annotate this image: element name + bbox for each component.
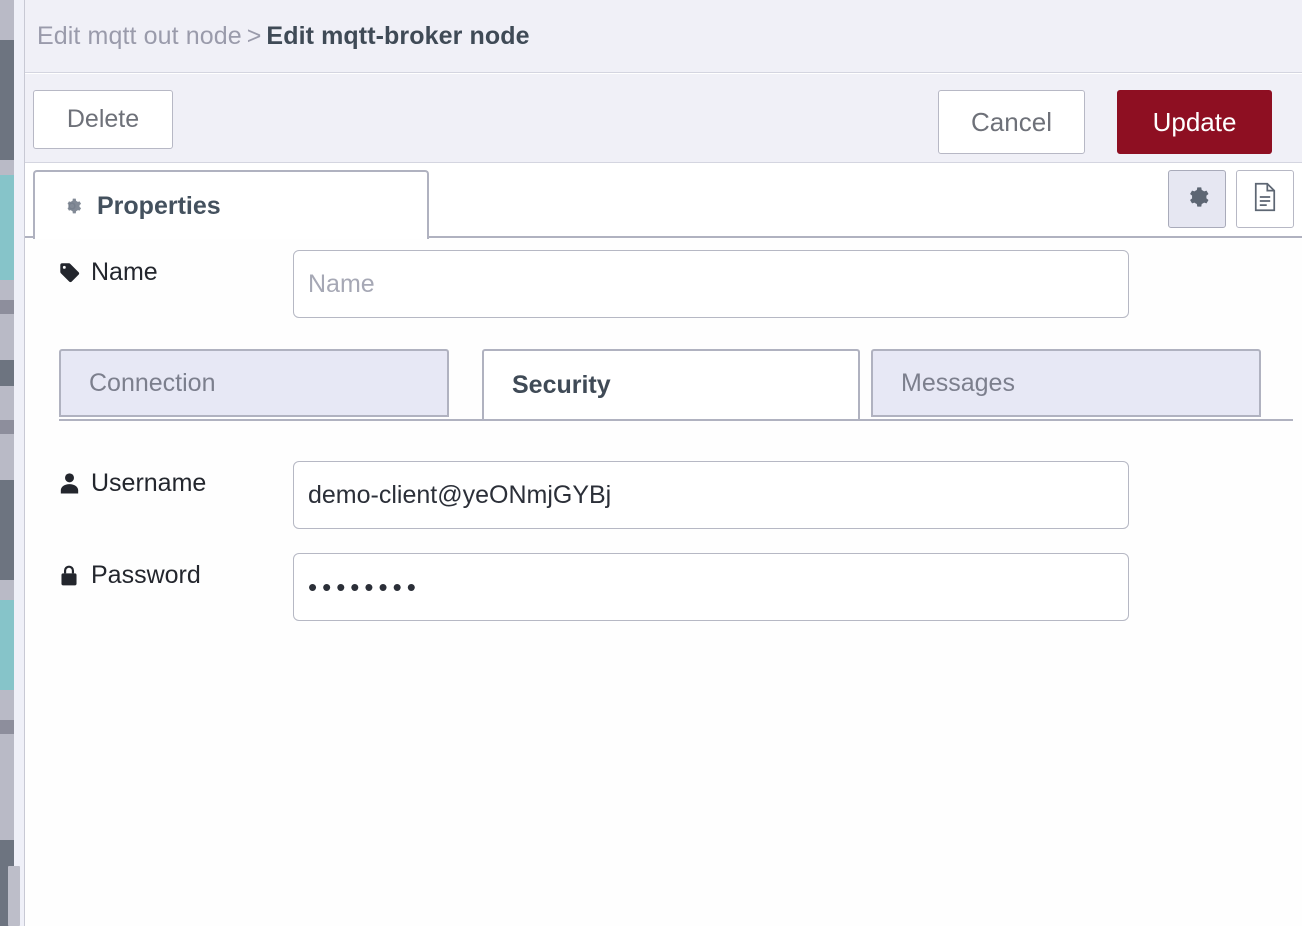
canvas-gutter: [14, 0, 24, 926]
name-input[interactable]: [293, 250, 1129, 318]
canvas-node-fragment: [0, 40, 14, 160]
flow-canvas-background: [0, 0, 14, 926]
edit-node-dialog: Edit mqtt out node>Edit mqtt-broker node…: [24, 0, 1302, 926]
document-icon: [1252, 182, 1278, 217]
name-label: Name: [57, 258, 158, 287]
username-input[interactable]: [293, 461, 1129, 529]
row-username: Username: [57, 461, 1129, 529]
tab-connection[interactable]: Connection: [59, 349, 449, 417]
canvas-node-fragment: [0, 480, 14, 580]
inner-tab-baseline: [59, 419, 1293, 421]
password-label: Password: [57, 561, 201, 590]
user-icon: [57, 472, 81, 495]
tab-properties-label: Properties: [97, 191, 221, 220]
tag-icon: [57, 261, 81, 284]
password-input[interactable]: [293, 553, 1129, 621]
document-icon-button[interactable]: [1236, 170, 1294, 228]
dialog-header: Edit mqtt out node>Edit mqtt-broker node: [25, 0, 1302, 73]
cancel-button[interactable]: Cancel: [938, 90, 1085, 154]
canvas-node-fragment: [0, 720, 14, 734]
security-tab-group: Connection Security Messages: [59, 349, 1293, 421]
name-label-text: Name: [91, 258, 158, 286]
username-label: Username: [57, 469, 206, 498]
settings-icon: [1183, 183, 1211, 216]
delete-button[interactable]: Delete: [33, 90, 173, 149]
lock-icon: [57, 564, 81, 587]
tab-bar-baseline: [25, 236, 1302, 238]
tab-security[interactable]: Security: [482, 349, 860, 419]
username-label-text: Username: [91, 469, 207, 497]
tab-messages[interactable]: Messages: [871, 349, 1261, 417]
row-name: Name: [57, 250, 1129, 318]
canvas-node-fragment: [0, 300, 14, 314]
canvas-node-fragment: [0, 420, 14, 434]
breadcrumb-parent[interactable]: Edit mqtt out node: [37, 21, 242, 50]
settings-icon-button[interactable]: [1168, 170, 1226, 228]
dialog-tab-bar: Properties: [25, 164, 1302, 240]
canvas-node-fragment: [0, 600, 14, 690]
breadcrumb-current: Edit mqtt-broker node: [266, 21, 530, 50]
update-button[interactable]: Update: [1117, 90, 1272, 154]
row-password: Password: [57, 553, 1129, 621]
tab-properties[interactable]: Properties: [33, 170, 429, 240]
canvas-node-fragment: [0, 360, 14, 386]
password-label-text: Password: [91, 561, 201, 589]
gear-icon: [61, 195, 83, 217]
breadcrumb: Edit mqtt out node>Edit mqtt-broker node: [37, 22, 530, 51]
dialog-toolbar: Delete Cancel Update: [25, 74, 1302, 163]
breadcrumb-separator: >: [246, 21, 262, 50]
canvas-scrollbar[interactable]: [8, 866, 20, 926]
canvas-node-fragment: [0, 175, 14, 280]
dialog-body: Name Connection Security Messages: [25, 239, 1302, 926]
